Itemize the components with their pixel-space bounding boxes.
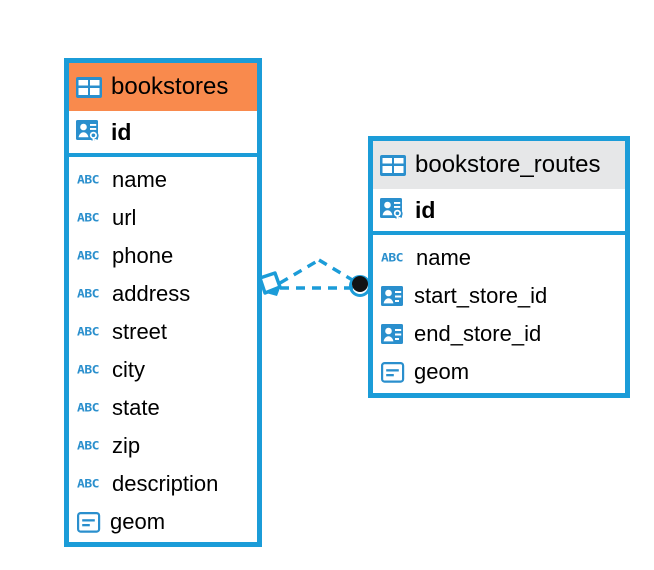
table-icon xyxy=(380,154,406,176)
relationship-line xyxy=(279,258,360,290)
field-label: end_store_id xyxy=(414,321,542,346)
field-row[interactable]: ABC address xyxy=(69,275,257,313)
abc-text-icon: ABC xyxy=(77,477,99,491)
foreign-key-icon xyxy=(381,323,405,345)
abc-text-icon: ABC xyxy=(381,251,403,265)
geometry-icon xyxy=(381,361,405,383)
abc-text-icon: ABC xyxy=(77,287,99,301)
relationship-connector[interactable] xyxy=(255,240,380,315)
entity-header-bookstore-routes[interactable]: bookstore_routes xyxy=(373,141,625,189)
field-row[interactable]: ABC description xyxy=(69,465,257,503)
entity-header-bookstores[interactable]: bookstores xyxy=(69,63,257,111)
table-icon xyxy=(76,76,102,98)
field-row[interactable]: ABC name xyxy=(373,239,625,277)
field-label: state xyxy=(112,395,160,420)
field-row[interactable]: start_store_id xyxy=(373,277,625,315)
open-diamond-marker xyxy=(258,271,282,296)
field-label: url xyxy=(112,205,137,230)
abc-text-icon: ABC xyxy=(77,173,99,187)
abc-text-icon: ABC xyxy=(77,211,99,225)
geometry-icon xyxy=(77,511,101,533)
entity-title: bookstore_routes xyxy=(415,151,601,178)
entity-bookstores[interactable]: bookstores xyxy=(64,58,262,547)
field-label: geom xyxy=(110,509,166,534)
field-row[interactable]: ABC zip xyxy=(69,427,257,465)
field-label: geom xyxy=(414,359,470,384)
field-label: phone xyxy=(112,243,174,268)
filled-circle-marker xyxy=(349,275,371,297)
field-list-bookstores: ABC name ABC url ABC phone ABC address A… xyxy=(69,157,257,541)
field-label: start_store_id xyxy=(414,283,548,308)
field-label: street xyxy=(112,319,168,344)
field-row[interactable]: ABC name xyxy=(69,161,257,199)
field-row[interactable]: end_store_id xyxy=(373,315,625,353)
field-label: name xyxy=(416,245,472,270)
field-list-bookstore-routes: ABC name start_store_id xyxy=(373,235,625,391)
primary-key-label: id xyxy=(111,118,132,145)
primary-key-row[interactable]: id xyxy=(69,111,257,157)
field-label: zip xyxy=(112,433,141,458)
field-label: description xyxy=(112,471,219,496)
abc-text-icon: ABC xyxy=(77,249,99,263)
abc-text-icon: ABC xyxy=(77,363,99,377)
field-row[interactable]: ABC city xyxy=(69,351,257,389)
entity-bookstore-routes[interactable]: bookstore_routes xyxy=(368,136,630,398)
abc-text-icon: ABC xyxy=(77,401,99,415)
primary-key-icon xyxy=(380,197,407,223)
field-label: city xyxy=(112,357,145,382)
abc-text-icon: ABC xyxy=(77,325,99,339)
field-row[interactable]: ABC state xyxy=(69,389,257,427)
field-label: name xyxy=(112,167,168,192)
primary-key-label: id xyxy=(415,196,436,223)
foreign-key-icon xyxy=(381,285,405,307)
field-row[interactable]: ABC url xyxy=(69,199,257,237)
field-label: address xyxy=(112,281,191,306)
primary-key-icon xyxy=(76,119,103,145)
primary-key-row[interactable]: id xyxy=(373,189,625,235)
abc-text-icon: ABC xyxy=(77,439,99,453)
field-row[interactable]: ABC street xyxy=(69,313,257,351)
field-row[interactable]: geom xyxy=(69,503,257,541)
entity-title: bookstores xyxy=(111,73,229,100)
field-row[interactable]: geom xyxy=(373,353,625,391)
field-row[interactable]: ABC phone xyxy=(69,237,257,275)
